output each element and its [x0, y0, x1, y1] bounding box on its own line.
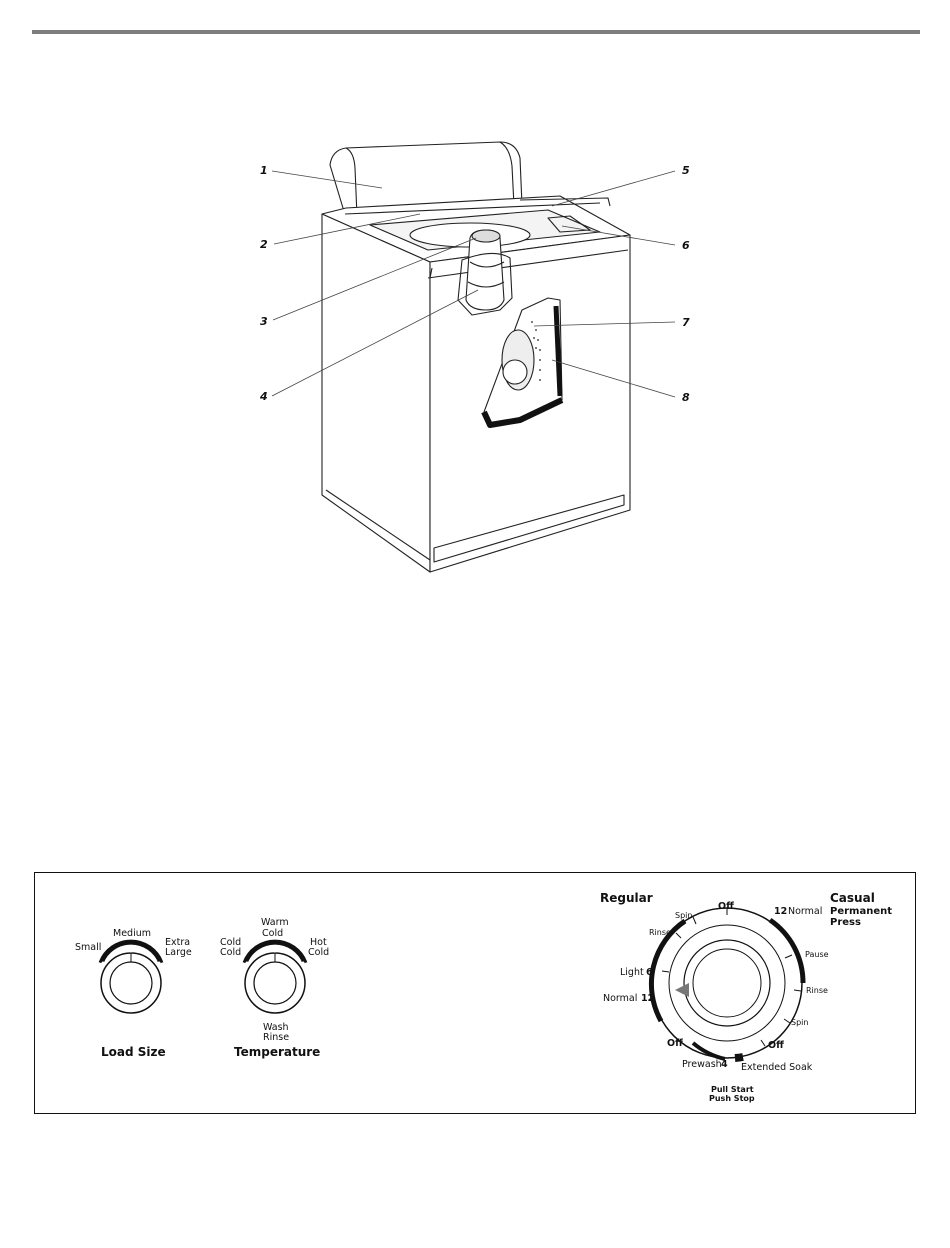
load-size-medium-label: Medium: [113, 929, 151, 939]
temperature-title: Temperature: [234, 1045, 320, 1059]
temperature-warm-cold-label: Cold: [262, 929, 283, 939]
temperature-knob[interactable]: [245, 942, 305, 1013]
callout-8: 8: [682, 391, 690, 404]
callout-2: 2: [260, 238, 268, 251]
callout-5: 5: [682, 164, 690, 177]
cycle-permanent-label: Permanent: [830, 906, 892, 917]
cycle-extended-soak-label: Extended Soak: [741, 1063, 812, 1073]
cycle-off-top-label: Off: [718, 902, 734, 912]
temperature-rinse-label: Rinse: [263, 1033, 289, 1043]
washer-diagram: [0, 0, 950, 620]
cycle-dial[interactable]: [651, 908, 803, 1059]
cycle-prewash-num: 4: [721, 1060, 728, 1070]
callout-6: 6: [682, 239, 690, 252]
load-size-small-label: Small: [75, 943, 101, 953]
callout-4: 4: [260, 390, 268, 403]
load-size-title: Load Size: [101, 1045, 166, 1059]
callout-7: 7: [682, 316, 690, 329]
cycle-light-label: Light: [620, 968, 644, 978]
cycle-prewash-label: Prewash: [682, 1060, 722, 1070]
load-size-large-label: Large: [165, 948, 192, 958]
cycle-off-left-label: Off: [667, 1039, 683, 1049]
cycle-regular-title: Regular: [600, 891, 653, 905]
cycle-casual-title: Casual: [830, 891, 875, 905]
cycle-press-label: Press: [830, 917, 861, 928]
temperature-warm-label: Warm: [261, 918, 289, 928]
callout-1: 1: [260, 164, 268, 177]
cycle-light-num: 6: [646, 968, 653, 978]
cycle-off-right-label: Off: [768, 1041, 784, 1051]
cycle-spin-left-label: Spin: [675, 911, 692, 920]
cycle-rinse-right-label: Rinse: [806, 986, 828, 995]
callout-3: 3: [260, 315, 268, 328]
cycle-push-stop-label: Push Stop: [709, 1094, 755, 1103]
washer-body: [322, 214, 430, 572]
load-size-knob[interactable]: [101, 942, 161, 1013]
cycle-normal-num: 12: [641, 994, 654, 1004]
temperature-cold-cold-label: Cold: [220, 948, 241, 958]
cycle-12-normal-num: 12: [774, 907, 787, 917]
cycle-12-normal-label: Normal: [788, 907, 822, 917]
cycle-rinse-left-label: Rinse: [649, 928, 671, 937]
control-panel: Small Medium Extra Large Load Size Warm …: [34, 872, 916, 1114]
temperature-hot-cold-label: Cold: [308, 948, 329, 958]
cycle-normal-label: Normal: [603, 994, 637, 1004]
cycle-pull-start-label: Pull Start: [711, 1085, 754, 1094]
cycle-pause-label: Pause: [805, 950, 829, 959]
cycle-spin-right-label: Spin: [791, 1018, 808, 1027]
